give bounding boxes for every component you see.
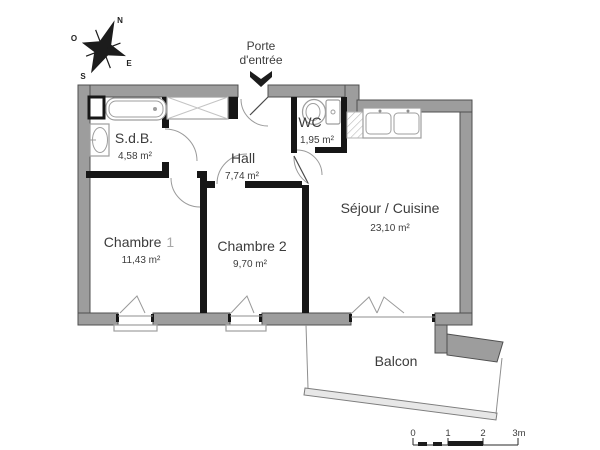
balcony-right-edge: [495, 357, 503, 415]
balcony-door-jamb-left: [349, 314, 352, 322]
door-swings: [164, 96, 323, 208]
wall-chambre1-chambre2: [200, 178, 207, 313]
bathroom-sink: [88, 123, 110, 157]
wall-entry-pier: [228, 97, 238, 119]
balcony-outline: [303, 324, 503, 421]
scale-label-2: 2: [480, 428, 485, 439]
wall-top-right: [267, 84, 352, 98]
compass-star-icon: [81, 20, 127, 74]
wall-bottom-3: [261, 312, 352, 326]
entry-door-swing: [240, 98, 269, 127]
wc-door-swing: [296, 149, 323, 176]
sejour-door-swing: [293, 155, 310, 185]
wall-wc-bottom: [315, 147, 347, 153]
wall-chambre2-sejour: [302, 185, 309, 313]
window2-jamb-left: [228, 314, 231, 322]
wall-bottom-2: [152, 312, 231, 326]
room-area-chambre2: 9,70 m²: [233, 259, 268, 270]
room-labels: S.d.B. 4,58 m² Hall 7,74 m² WC 1,95 m² S…: [104, 114, 440, 369]
wall-wc-right: [341, 97, 347, 153]
room-area-wc: 1,95 m²: [300, 135, 335, 146]
room-label-hall: Hall: [231, 150, 255, 166]
wall-sdb-right-bottom: [162, 162, 169, 172]
window1-jamb-right: [151, 314, 154, 322]
balcony-door-jamb-right: [432, 314, 435, 322]
compass-rose: N O E S: [71, 16, 132, 81]
scale-label-0: 0: [410, 428, 415, 439]
wall-balcony-pier: [434, 324, 448, 354]
wall-balcony-slant: [446, 333, 504, 363]
entrance-label-line1: Porte: [247, 39, 276, 53]
balcony-railing: [303, 387, 498, 421]
balcony-french-door: [351, 296, 405, 314]
chambre1-window-sill: [113, 324, 158, 332]
exterior-walls: [77, 84, 504, 363]
compass-east-label: E: [126, 59, 132, 68]
chambre2-door-swing: [216, 153, 248, 185]
window2-jamb-right: [259, 314, 262, 322]
room-label-balcon: Balcon: [375, 353, 418, 369]
wall-left: [77, 84, 91, 326]
wall-chambre2-top-b: [245, 181, 302, 188]
room-label-chambre2: Chambre 2: [217, 238, 286, 254]
sejour-door-leaf: [293, 155, 309, 184]
compass-cross-icon: [85, 29, 121, 69]
balcony-left-edge: [305, 324, 309, 389]
chambre2-window-sill: [225, 324, 267, 332]
chambre1-door-swing: [170, 177, 201, 208]
closet: [166, 96, 229, 120]
room-label-sdb: S.d.B.: [115, 130, 153, 146]
bathtub: [105, 97, 167, 121]
wall-sdb-bottom: [86, 171, 169, 178]
entrance-label-line2: d'entrée: [240, 53, 283, 67]
scale-label-3m: 3m: [512, 428, 525, 439]
toilet: [301, 98, 341, 126]
entrance-label: Porte d'entrée: [240, 39, 283, 87]
scale-dash-2: [433, 442, 442, 446]
window1-jamb-left: [116, 314, 119, 322]
entry-door-leaf: [249, 96, 269, 116]
room-label-sejour: Séjour / Cuisine: [341, 200, 440, 216]
room-label-wc: WC: [298, 114, 321, 130]
wall-chambre2-top-a: [207, 181, 215, 188]
kitchen-sink: [346, 107, 422, 139]
chambre1-window: [119, 295, 146, 314]
duct-box: [87, 95, 106, 120]
scale-label-1: 1: [445, 428, 450, 439]
window-symbols: [113, 295, 435, 332]
scale-dash-1: [418, 442, 427, 446]
wall-top-left: [77, 84, 239, 98]
room-area-hall: 7,74 m²: [225, 171, 260, 182]
wall-bottom-1: [77, 312, 119, 326]
room-area-chambre1: 11,43 m²: [122, 255, 161, 266]
entrance-arrow-icon: [250, 71, 272, 87]
wall-wc-left: [291, 97, 297, 153]
room-area-sejour: 23,10 m²: [370, 223, 410, 234]
scale-solid-segment: [448, 441, 483, 446]
fixtures: [87, 95, 422, 157]
room-area-sdb: 4,58 m²: [118, 151, 153, 162]
wall-bottom-4: [434, 312, 473, 326]
wall-hall-corner: [197, 171, 207, 178]
scale-bar: 0 1 2 3m: [410, 428, 526, 446]
compass-north-label: N: [117, 16, 123, 25]
wall-right: [459, 111, 473, 314]
compass-south-label: S: [80, 72, 86, 81]
compass-west-label: O: [71, 34, 77, 43]
chambre2-window: [230, 295, 255, 314]
sdb-door-swing: [164, 128, 198, 162]
